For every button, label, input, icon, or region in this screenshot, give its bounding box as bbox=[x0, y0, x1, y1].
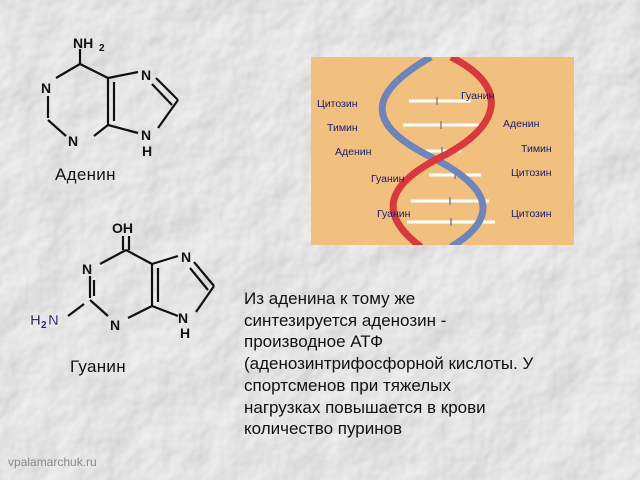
dna-left-label: Гуанин bbox=[371, 173, 405, 185]
dna-left-label: Тимин bbox=[327, 122, 358, 134]
guanine-h9-label: H bbox=[180, 325, 190, 341]
description-line: Из аденина к тому же bbox=[244, 289, 416, 308]
guanine-n3-label: N bbox=[110, 317, 120, 333]
description-text: Из аденина к тому же синтезируется адено… bbox=[244, 288, 604, 440]
description-line: синтезируется аденозин - bbox=[244, 310, 447, 330]
dna-left-label: Аденин bbox=[335, 146, 372, 158]
dna-right-label: Гуанин bbox=[461, 90, 495, 102]
description-line: (аденозинтрифосфорной кислоты. У bbox=[244, 354, 534, 374]
dna-strand-red bbox=[389, 57, 495, 245]
adenine-nh2-label: NH bbox=[73, 35, 93, 51]
guanine-h2n-subscript: 2 bbox=[41, 320, 47, 331]
dna-strand-blue bbox=[378, 57, 487, 245]
adenine-n3-label: N bbox=[68, 133, 78, 149]
adenine-n1-label: N bbox=[41, 80, 51, 96]
dna-right-label: Аденин bbox=[503, 118, 540, 130]
guanine-h2n-h: H bbox=[30, 312, 41, 329]
guanine-structure: OH N N N N H H 2 N bbox=[28, 218, 228, 343]
site-watermark: vpalamarchuk.ru bbox=[8, 455, 97, 469]
guanine-name: Гуанин bbox=[70, 357, 126, 376]
guanine-n1-label: N bbox=[82, 261, 92, 277]
description-line: нагрузках повышается в крови bbox=[244, 397, 486, 417]
adenine-h9-label: H bbox=[142, 143, 152, 159]
guanine-oh-label: OH bbox=[112, 220, 133, 236]
guanine-n7-label: N bbox=[181, 249, 191, 265]
adenine-name: Аденин bbox=[55, 165, 116, 184]
dna-left-label: Цитозин bbox=[317, 98, 358, 110]
adenine-n7-label: N bbox=[141, 67, 151, 83]
adenine-structure: NH 2 N N N N H bbox=[38, 28, 198, 163]
dna-left-label: Гуанин bbox=[377, 208, 411, 220]
adenine-nh2-subscript: 2 bbox=[99, 43, 105, 54]
dna-right-label: Тимин bbox=[521, 143, 552, 155]
guanine-n9-label: N bbox=[178, 310, 188, 326]
dna-helix-figure: Цитозин Тимин Аденин Гуанин Гуанин Гуани… bbox=[311, 57, 574, 245]
description-line: количество пуринов bbox=[244, 419, 403, 439]
dna-right-label: Цитозин bbox=[511, 167, 552, 179]
dna-right-label: Цитозин bbox=[511, 208, 552, 220]
guanine-h2n-group: H 2 N bbox=[30, 312, 59, 331]
description-line: производное АТФ bbox=[244, 332, 384, 352]
adenine-n9-label: N bbox=[141, 127, 151, 143]
description-line: спортсменов при тяжелых bbox=[244, 375, 451, 395]
guanine-h2n-n: N bbox=[48, 312, 59, 329]
